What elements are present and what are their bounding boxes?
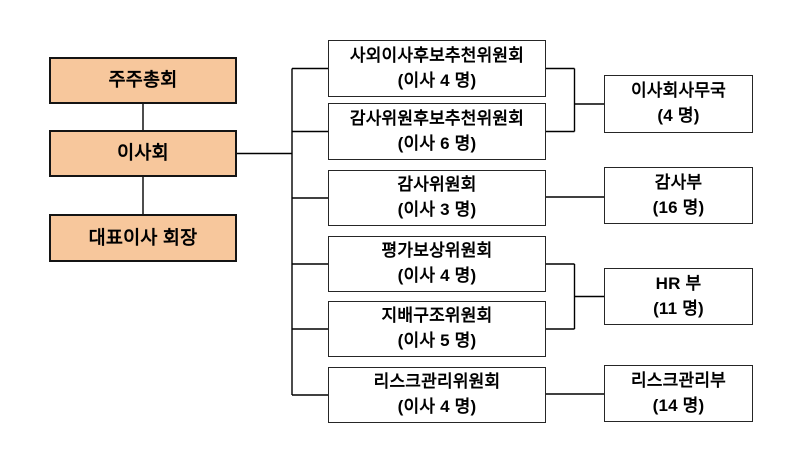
committee-evaluation-compensation: 평가보상위원회 (이사 4 명) xyxy=(328,236,546,292)
committee-detail: (이사 4 명) xyxy=(397,397,477,416)
committee-name: 사외이사후보추천위원회 xyxy=(349,45,525,65)
dept-name: 이사회사무국 xyxy=(630,81,727,101)
committee-outside-director-nomination: 사외이사후보추천위원회 (이사 4 명) xyxy=(328,40,546,97)
committee-detail: (이사 3 명) xyxy=(397,200,477,219)
committee-detail: (이사 4 명) xyxy=(397,266,477,285)
node-ceo-chairman: 대표이사 회장 xyxy=(49,214,237,262)
committee-risk-management: 리스크관리위원회 (이사 4 명) xyxy=(328,367,546,423)
dept-detail: (11 명) xyxy=(653,298,704,318)
committee-name: 감사위원회 xyxy=(397,175,477,195)
committee-detail: (이사 5 명) xyxy=(397,331,477,350)
dept-audit: 감사부 (16 명) xyxy=(604,167,753,224)
dept-hr: HR 부 (11 명) xyxy=(604,268,753,325)
committee-name: 지배구조위원회 xyxy=(381,306,493,326)
node-shareholders-meeting: 주주총회 xyxy=(49,57,237,104)
committee-detail: (이사 4 명) xyxy=(397,70,477,90)
committee-detail: (이사 6 명) xyxy=(397,133,477,153)
dept-risk-management: 리스크관리부 (14 명) xyxy=(604,365,753,422)
dept-detail: (14 명) xyxy=(652,395,705,415)
committee-name: 감사위원후보추천위원회 xyxy=(349,108,525,128)
dept-board-secretariat: 이사회사무국 (4 명) xyxy=(604,75,753,133)
committee-audit-member-nomination: 감사위원후보추천위원회 (이사 6 명) xyxy=(328,103,546,160)
dept-name: 리스크관리부 xyxy=(630,370,727,390)
dept-detail: (4 명) xyxy=(657,106,700,125)
committee-audit: 감사위원회 (이사 3 명) xyxy=(328,170,546,226)
committee-name: 평가보상위원회 xyxy=(381,241,493,261)
dept-detail: (16 명) xyxy=(652,197,705,217)
committee-governance-structure: 지배구조위원회 (이사 5 명) xyxy=(328,301,546,357)
committee-name: 리스크관리위원회 xyxy=(373,372,501,392)
dept-name: 감사부 xyxy=(654,172,703,192)
node-board-of-directors: 이사회 xyxy=(49,130,237,177)
dept-name: HR 부 xyxy=(655,273,702,293)
